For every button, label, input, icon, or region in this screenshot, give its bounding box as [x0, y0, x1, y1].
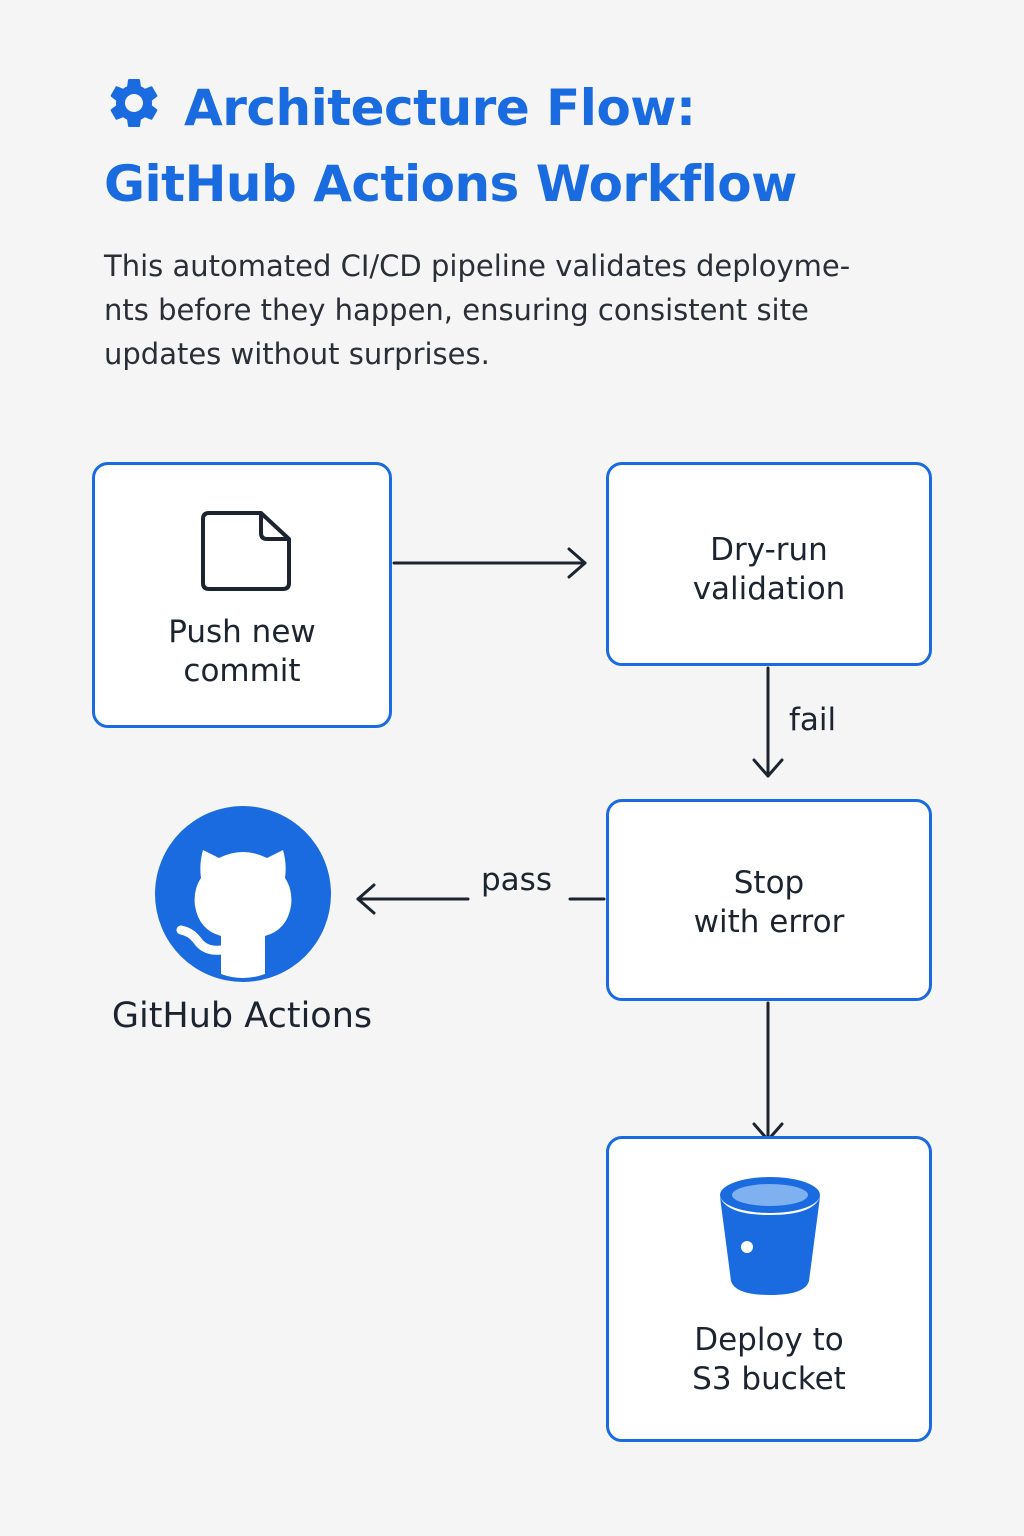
node-stop-label-line-2: with error	[693, 904, 845, 940]
node-deploy-label-line-2: S3 bucket	[692, 1361, 846, 1397]
node-dry-run-label-line-1: Dry-run	[710, 532, 828, 568]
description-line-3: updates without surprises.	[104, 337, 490, 371]
node-deploy-label-line-1: Deploy to	[694, 1322, 844, 1358]
description: This automated CI/CD pipeline validates …	[104, 244, 924, 376]
node-deploy-s3: Deploy to S3 bucket	[606, 1136, 932, 1442]
node-dry-run-label-line-2: validation	[692, 571, 846, 607]
description-line-2: nts before they happen, ensuring consist…	[104, 293, 809, 327]
title-line-2: GitHub Actions Workflow	[104, 155, 797, 213]
page-title: Architecture Flow: GitHub Actions Workfl…	[104, 70, 924, 222]
description-line-1: This automated CI/CD pipeline validates …	[104, 249, 851, 283]
node-stop-with-error: Stop with error	[606, 799, 932, 1001]
node-push-label-line-1: Push new	[168, 614, 316, 650]
arrowhead-dryrun-to-stop	[752, 758, 784, 778]
node-dry-run-validation: Dry-run validation	[606, 462, 932, 666]
arrowhead-stop-to-github	[356, 883, 376, 915]
node-push-commit: Push new commit	[92, 462, 392, 728]
edge-label-pass: pass	[481, 862, 552, 898]
bucket-icon	[720, 1177, 820, 1295]
github-actions-label: GitHub Actions	[111, 996, 373, 1036]
title-line-1: Architecture Flow:	[184, 79, 696, 137]
node-stop-label-line-1: Stop	[733, 865, 805, 901]
node-push-label-line-2: commit	[183, 653, 301, 689]
gear-icon	[110, 78, 158, 127]
edge-label-fail: fail	[789, 702, 837, 738]
github-octocat-icon	[155, 806, 331, 982]
document-icon	[201, 511, 291, 591]
arrowhead-push-to-dryrun	[567, 547, 587, 579]
